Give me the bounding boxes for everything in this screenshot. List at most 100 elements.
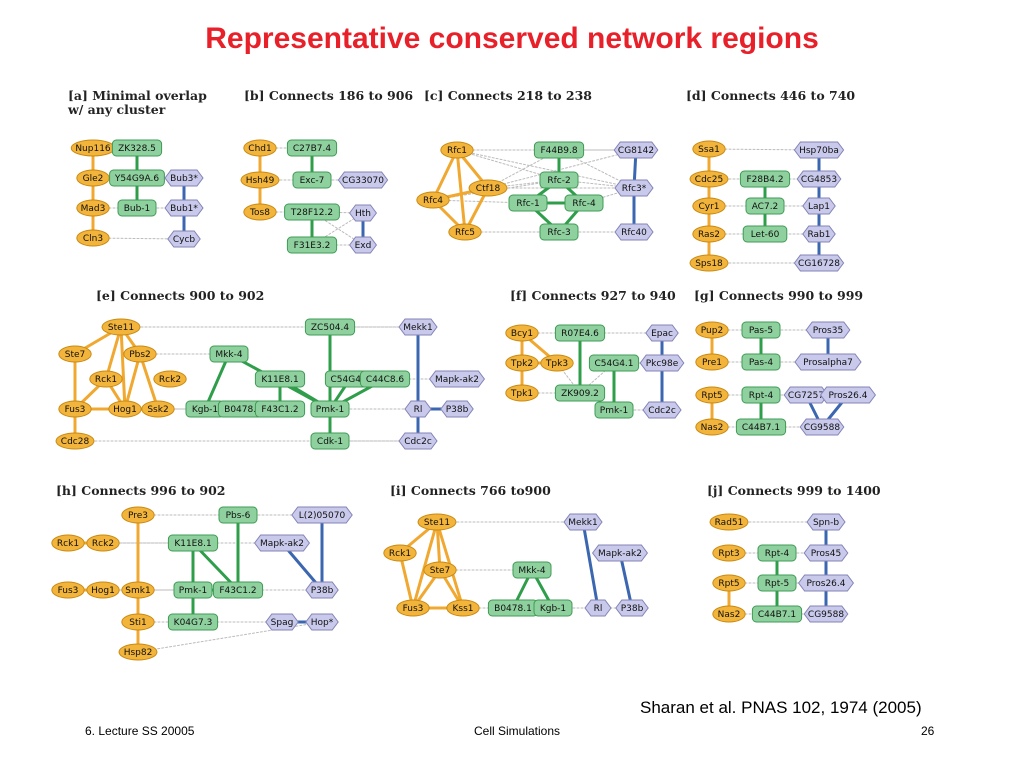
yeast-node xyxy=(692,225,726,243)
node-label-c44b7-1: C44B7.1 xyxy=(742,423,780,433)
yeast-node xyxy=(51,581,85,599)
fly-node xyxy=(802,225,836,243)
node-label-ste7: Ste7 xyxy=(65,350,86,360)
node-label-rck2: Rck2 xyxy=(92,539,114,549)
edge-c xyxy=(456,149,635,189)
fly-node xyxy=(253,534,311,552)
yeast-node xyxy=(240,171,280,189)
node-label-cln3: Cln3 xyxy=(83,234,103,244)
fly-node xyxy=(337,171,389,189)
yeast-node xyxy=(692,197,726,215)
panel-title-g: [g] Connects 990 to 999 xyxy=(694,288,863,303)
yeast-node xyxy=(692,140,726,158)
yeast-node xyxy=(383,544,417,562)
node-label-ac7-2: AC7.2 xyxy=(752,202,779,212)
worm-node xyxy=(173,581,213,599)
node-label-cdc2c: Cdc2c xyxy=(404,437,432,447)
node-label-mkk-4: Mkk-4 xyxy=(518,566,545,576)
worm-node xyxy=(539,223,579,241)
worm-node xyxy=(167,534,219,552)
fly-node xyxy=(645,324,679,342)
node-label-pre3: Pre3 xyxy=(128,511,148,521)
node-label-f43c1-2: F43C1.2 xyxy=(261,405,298,415)
node-label-fus3: Fus3 xyxy=(403,604,424,614)
yeast-node xyxy=(695,321,729,339)
worm-node xyxy=(304,318,356,336)
page-number: 26 xyxy=(921,724,935,738)
node-label-hsh49: Hsh49 xyxy=(246,176,275,186)
yeast-node xyxy=(448,223,482,241)
yeast-node xyxy=(86,534,120,552)
node-label-nas2: Nas2 xyxy=(718,610,741,620)
node-label-pas-4: Pas-4 xyxy=(749,358,773,368)
yeast-node xyxy=(243,203,277,221)
worm-node xyxy=(218,506,258,524)
fly-node xyxy=(793,141,845,159)
fly-node xyxy=(796,170,842,188)
yeast-node xyxy=(695,353,729,371)
yeast-node xyxy=(123,345,157,363)
node-label-fus3: Fus3 xyxy=(58,586,79,596)
yeast-node xyxy=(396,599,430,617)
panel-title-a: w/ any cluster xyxy=(67,102,166,117)
yeast-node xyxy=(505,354,539,372)
yeast-node xyxy=(423,561,457,579)
node-label-sps18: Sps18 xyxy=(695,259,723,269)
panel-j: [j] Connects 999 to 1400Rad51Rpt3Rpt5Nas… xyxy=(707,483,881,623)
node-label-epac: Epac xyxy=(651,329,673,339)
yeast-node xyxy=(58,345,92,363)
node-label-k11e8-1: K11E8.1 xyxy=(174,539,211,549)
node-label-f31e3-2: F31E3.2 xyxy=(294,241,331,251)
yeast-node xyxy=(51,534,85,552)
worm-node xyxy=(533,599,573,617)
worm-node xyxy=(588,354,640,372)
node-label-chd1: Chd1 xyxy=(248,144,271,154)
node-label-rpt5: Rpt5 xyxy=(718,579,739,589)
node-label-cg16728: CG16728 xyxy=(798,259,840,269)
yeast-node xyxy=(121,613,155,631)
node-label-r07e4-6: R07E4.6 xyxy=(561,329,599,339)
node-label-ste11: Ste11 xyxy=(108,323,134,333)
fly-node xyxy=(803,544,849,562)
node-label-mapk-ak2: Mapk-ak2 xyxy=(260,539,304,549)
fly-node xyxy=(806,513,846,531)
worm-node xyxy=(741,353,781,371)
node-label-l-2-05070: L(2)05070 xyxy=(299,511,346,521)
node-label-mekk1: Mekk1 xyxy=(403,323,432,333)
yeast-node xyxy=(695,386,729,404)
node-label-cycb: Cycb xyxy=(173,235,196,245)
worm-node xyxy=(554,384,606,402)
panel-title-e: [e] Connects 900 to 902 xyxy=(96,288,264,303)
fly-node xyxy=(164,169,204,187)
panel-title-c: [c] Connects 218 to 238 xyxy=(424,88,592,103)
node-label-kss1: Kss1 xyxy=(452,604,473,614)
node-label-sti1: Sti1 xyxy=(129,618,146,628)
node-label-rpt-4: Rpt-4 xyxy=(749,391,774,401)
node-label-hop: Hop* xyxy=(311,618,334,628)
yeast-node xyxy=(446,599,480,617)
node-label-let-60: Let-60 xyxy=(751,230,780,240)
worm-node xyxy=(111,139,163,157)
worm-node xyxy=(286,236,338,254)
yeast-node xyxy=(141,400,175,418)
node-label-rck1: Rck1 xyxy=(57,539,79,549)
node-label-pros26-4: Pros26.4 xyxy=(806,579,845,589)
fly-node xyxy=(613,141,659,159)
worm-node xyxy=(741,386,781,404)
fly-node xyxy=(164,199,204,217)
worm-node xyxy=(286,139,338,157)
node-label-hsp82: Hsp82 xyxy=(124,648,153,658)
node-label-b0478-1: B0478.1 xyxy=(494,604,532,614)
node-label-fus3: Fus3 xyxy=(65,405,86,415)
fly-node xyxy=(802,197,836,215)
yeast-node xyxy=(58,400,92,418)
node-label-zk909-2: ZK909.2 xyxy=(561,389,599,399)
node-label-cyr1: Cyr1 xyxy=(698,202,719,212)
yeast-node xyxy=(417,513,457,531)
fly-node xyxy=(794,353,862,371)
edge-e xyxy=(123,352,142,411)
node-label-mapk-ak2: Mapk-ak2 xyxy=(598,549,642,559)
node-label-ssk2: Ssk2 xyxy=(147,405,168,415)
node-label-tos8: Tos8 xyxy=(249,208,270,218)
